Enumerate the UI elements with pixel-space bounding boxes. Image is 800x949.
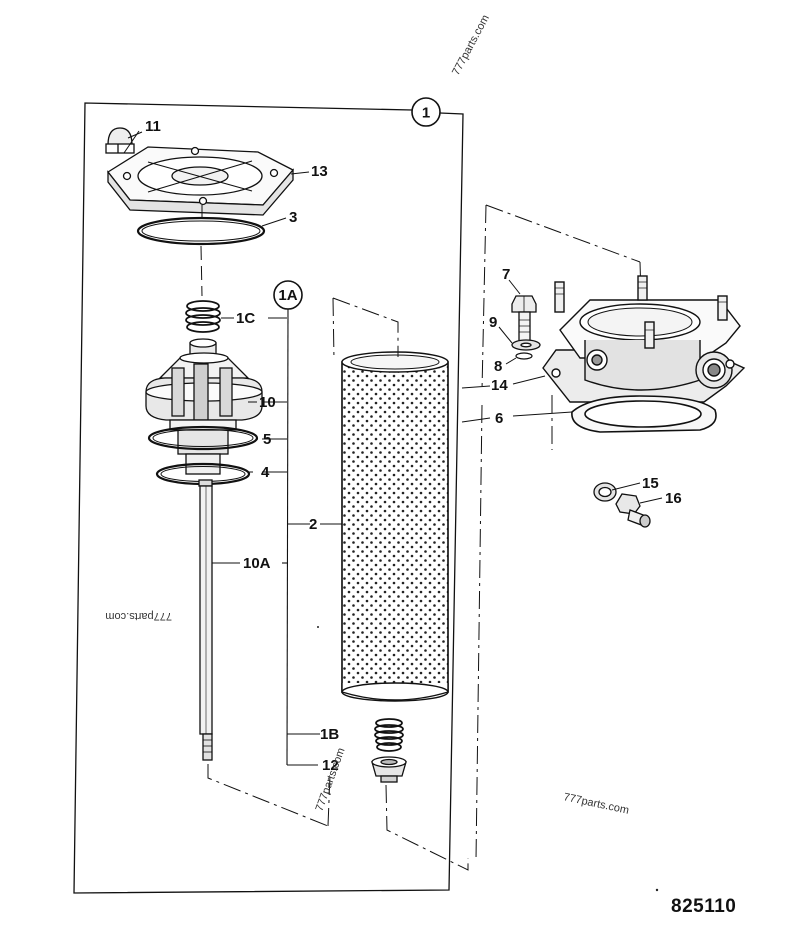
part-2-filter-element <box>341 351 449 702</box>
part-9-washer <box>511 339 541 351</box>
sub-assembly-label: 1A <box>278 287 297 304</box>
label-10a: 10A <box>243 555 271 572</box>
part-16-drain-plug <box>615 493 651 528</box>
part-7-bolt <box>511 295 537 345</box>
part-11-cap-nut <box>105 127 140 154</box>
label-2: 2 <box>309 516 317 533</box>
label-3: 3 <box>289 209 297 226</box>
part-number-labels: 11 13 3 1C 10 5 4 2 10A 1B 12 7 9 8 14 6… <box>145 118 682 774</box>
center-alignment-line <box>200 205 203 297</box>
part-5-o-ring <box>147 425 259 451</box>
leader-lines <box>127 131 663 564</box>
label-9: 9 <box>489 314 497 331</box>
label-15: 15 <box>642 475 659 492</box>
label-6: 6 <box>495 410 503 427</box>
part-6-gasket <box>571 395 717 433</box>
construction-lines <box>207 204 646 871</box>
watermark-bottom-right: 777parts.com <box>562 791 630 817</box>
assembly-callout: 1 <box>411 97 441 127</box>
label-11: 11 <box>145 118 161 135</box>
label-1b: 1B <box>320 726 339 743</box>
label-14: 14 <box>491 377 508 394</box>
label-8: 8 <box>494 358 502 375</box>
assembly-label: 1 <box>422 105 430 122</box>
label-5: 5 <box>263 431 271 448</box>
part-1b-spring <box>374 718 404 752</box>
part-10-valve-body <box>145 338 263 475</box>
part-1c-spring <box>185 300 221 333</box>
watermark-left: 777parts.com <box>105 610 172 622</box>
part-15-sealing-washer <box>593 482 617 502</box>
assembly-frame <box>73 102 464 894</box>
label-12: 12 <box>322 757 339 774</box>
label-16: 16 <box>665 490 682 507</box>
part-12-valve-seat <box>371 756 407 783</box>
part-13-cover-plate <box>107 146 295 216</box>
label-1c: 1C <box>236 310 255 327</box>
sub-assembly-callout: 1A <box>273 280 303 310</box>
label-10: 10 <box>259 394 276 411</box>
part-3-o-ring <box>136 216 266 246</box>
part-10a-rod <box>198 479 213 761</box>
drawing-number: 825110 <box>671 896 736 917</box>
specks <box>317 626 659 892</box>
part-14-filter-head <box>542 275 746 403</box>
label-13: 13 <box>311 163 328 180</box>
label-7: 7 <box>502 266 510 283</box>
sub-assembly-bracket <box>262 308 342 766</box>
part-8-small-washer <box>515 352 533 360</box>
label-4: 4 <box>261 464 270 481</box>
watermark-top: 777parts.com <box>450 13 492 77</box>
